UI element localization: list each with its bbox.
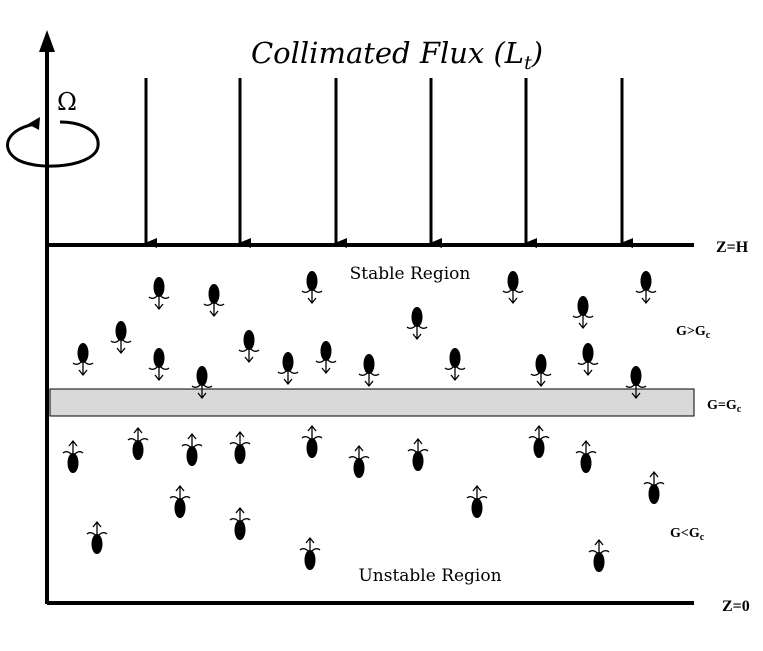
swimming-cells xyxy=(62,271,665,572)
upward-swimming-cell-icon xyxy=(169,484,191,518)
downward-swimming-cell-icon xyxy=(72,343,94,377)
rotation-arrow-icon xyxy=(6,120,100,168)
flux-title: Collimated Flux (Lt) xyxy=(251,36,543,74)
downward-swimming-cell-icon xyxy=(315,341,337,375)
downward-swimming-cell-icon xyxy=(148,277,170,311)
upward-swimming-cell-icon xyxy=(348,444,370,478)
rotation-symbol: Ω xyxy=(6,88,100,168)
critical-layer-band xyxy=(49,388,695,417)
downward-swimming-cell-icon xyxy=(238,330,260,364)
downward-swimming-cell-icon xyxy=(530,354,552,388)
upward-swimming-cell-icon xyxy=(127,426,149,460)
upward-swimming-cell-icon xyxy=(301,424,323,458)
omega-label: Ω xyxy=(57,88,77,116)
downward-swimming-cell-icon xyxy=(110,321,132,355)
z-bottom-label: Z=0 xyxy=(722,598,750,615)
upward-swimming-cell-icon xyxy=(575,439,597,473)
downward-swimming-cell-icon xyxy=(635,271,657,305)
stable-region-label: Stable Region xyxy=(350,264,471,284)
flux-arrows xyxy=(144,78,633,248)
upward-swimming-cell-icon xyxy=(407,437,429,471)
downward-swimming-cell-icon xyxy=(203,284,225,318)
upward-swimming-cell-icon xyxy=(588,538,610,572)
downward-swimming-cell-icon xyxy=(502,271,524,305)
condition-below-label: G<Gc xyxy=(670,526,705,543)
upward-swimming-cell-icon xyxy=(528,424,550,458)
downward-swimming-cell-icon xyxy=(191,366,213,400)
downward-swimming-cell-icon xyxy=(444,348,466,382)
upward-swimming-cell-icon xyxy=(86,520,108,554)
z-top-label: Z=H xyxy=(716,239,749,256)
axis-arrow-icon xyxy=(39,30,55,52)
upward-swimming-cell-icon xyxy=(299,536,321,570)
unstable-region-label: Unstable Region xyxy=(358,566,501,586)
upward-swimming-cell-icon xyxy=(62,439,84,473)
upward-swimming-cell-icon xyxy=(229,430,251,464)
downward-swimming-cell-icon xyxy=(301,271,323,305)
vertical-axis xyxy=(39,30,55,604)
downward-swimming-cell-icon xyxy=(148,348,170,382)
downward-swimming-cell-icon xyxy=(277,352,299,386)
downward-swimming-cell-icon xyxy=(625,366,647,400)
upward-swimming-cell-icon xyxy=(229,506,251,540)
downward-swimming-cell-icon xyxy=(406,307,428,341)
upward-swimming-cell-icon xyxy=(466,484,488,518)
downward-swimming-cell-icon xyxy=(358,354,380,388)
condition-above-label: G>Gc xyxy=(676,324,711,341)
upward-swimming-cell-icon xyxy=(181,432,203,466)
downward-swimming-cell-icon xyxy=(577,343,599,377)
condition-equal-label: G=Gc xyxy=(707,398,742,415)
downward-swimming-cell-icon xyxy=(572,296,594,330)
upward-swimming-cell-icon xyxy=(643,470,665,504)
